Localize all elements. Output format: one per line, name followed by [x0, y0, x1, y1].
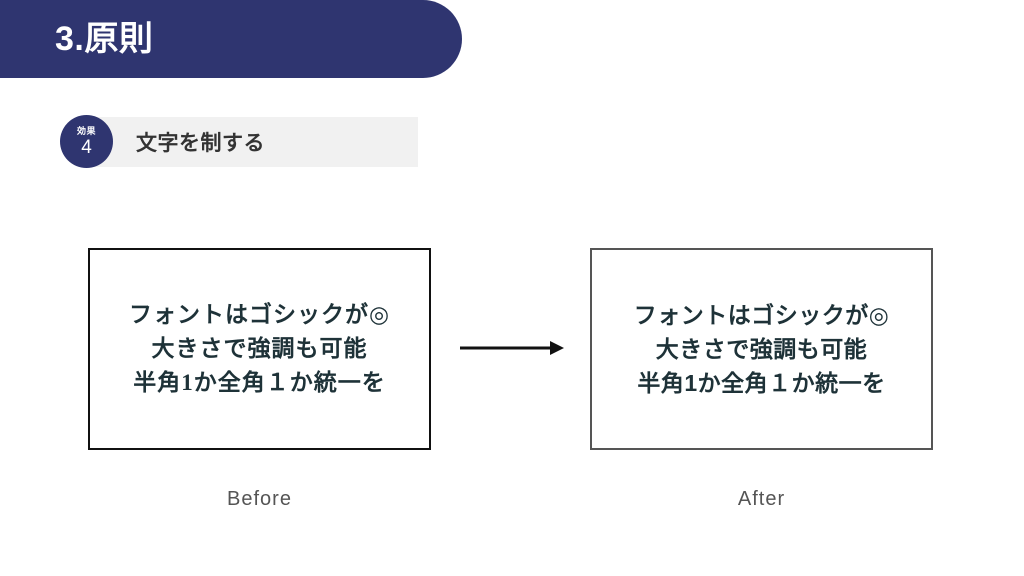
- before-box: フォントはゴシックが◎ 大きさで強調も可能 半角1か全角１か統一を: [88, 248, 431, 450]
- page-title: 3.原則: [55, 20, 154, 58]
- after-line-1: フォントはゴシックが◎: [633, 301, 890, 328]
- before-line-3: 半角1か全角１か統一を: [133, 370, 386, 396]
- after-box: フォントはゴシックが◎ 大きさで強調も可能 半角1か全角１か統一を: [590, 248, 933, 450]
- before-caption: Before: [227, 488, 292, 510]
- section-strip: [86, 117, 418, 167]
- section-heading: 文字を制する: [136, 132, 265, 155]
- right-arrow-icon: [458, 330, 566, 366]
- badge-kicker-label: 効果: [76, 125, 96, 136]
- before-line-1: フォントはゴシックが◎: [128, 301, 391, 327]
- before-line-2: 大きさで強調も可能: [151, 335, 368, 361]
- header-banner: 3.原則: [0, 0, 462, 78]
- section-badge: 効果 4: [60, 115, 113, 168]
- badge-number-label: 4: [81, 136, 92, 158]
- after-caption: After: [737, 488, 786, 510]
- after-line-3: 半角1か全角１か統一を: [637, 370, 886, 397]
- after-line-2: 大きさで強調も可能: [655, 335, 868, 362]
